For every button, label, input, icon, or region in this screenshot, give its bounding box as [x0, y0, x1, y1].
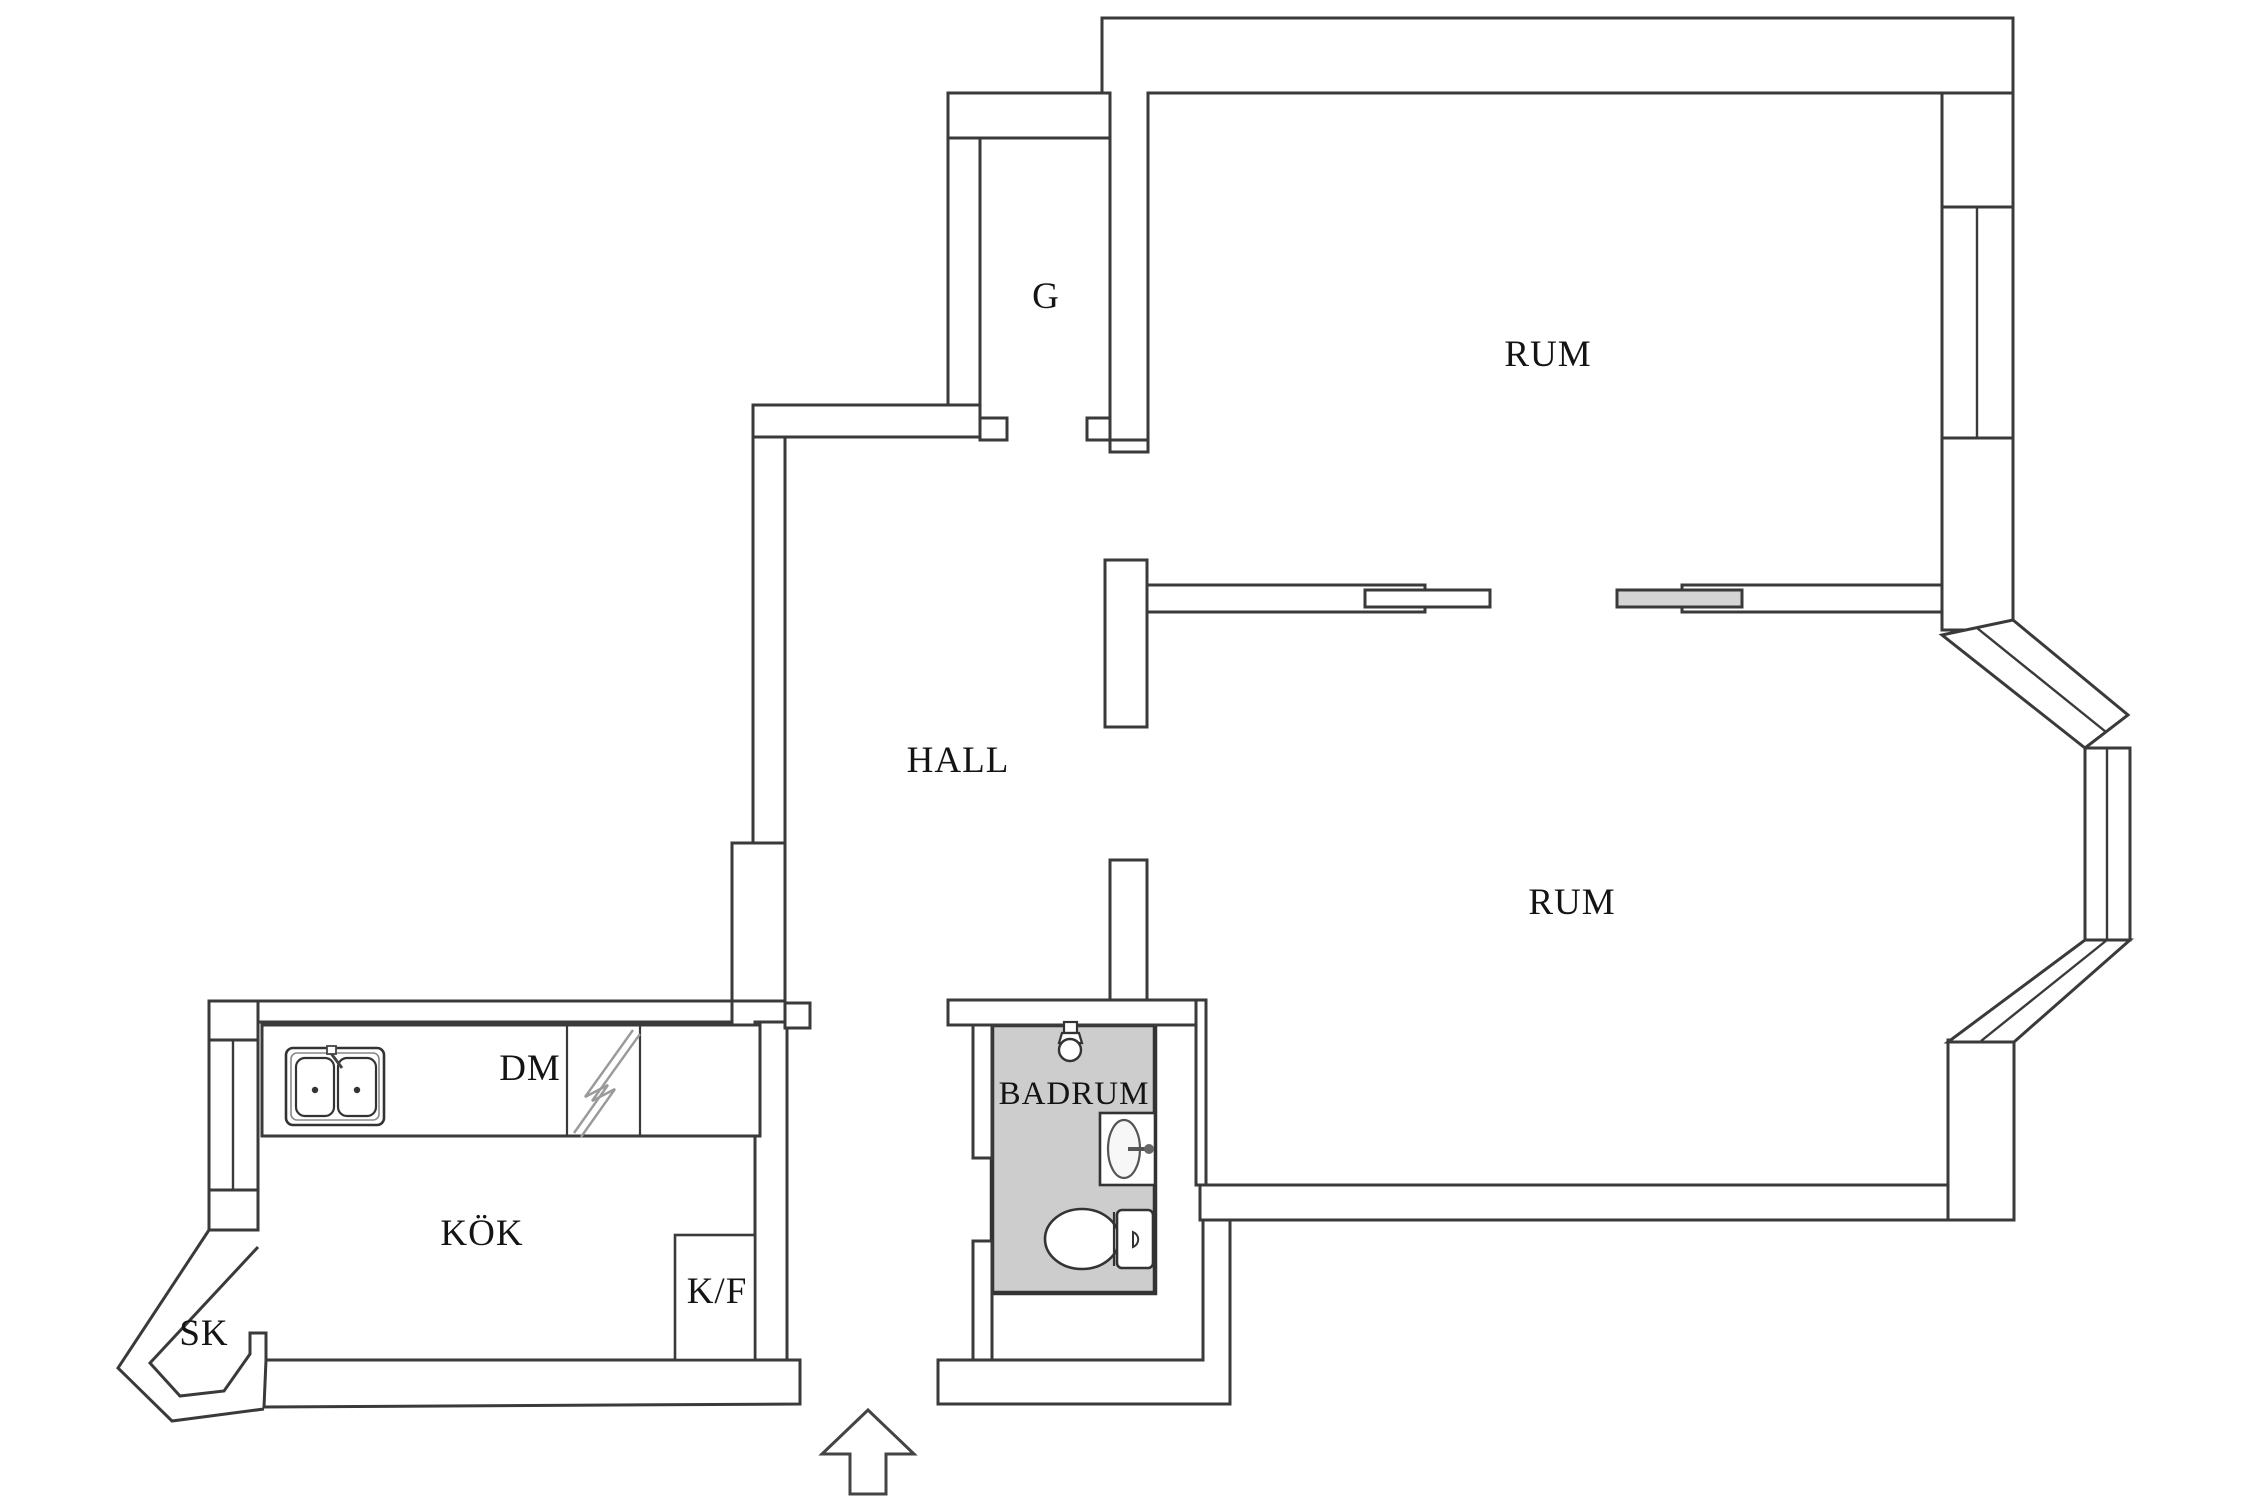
washbasin-icon	[1098, 1111, 1157, 1187]
wall-sk-inner	[147, 1245, 268, 1398]
wall-sk-outer	[116, 1229, 265, 1423]
window-kitchen-left	[207, 1038, 260, 1192]
label-fridge-freezer: K/F	[687, 1271, 748, 1312]
toilet-icon	[1043, 1207, 1155, 1271]
walls	[116, 16, 2016, 1423]
wall-bottom-left-band	[262, 1358, 802, 1409]
wall-rum-bottom-band	[1198, 1183, 2016, 1222]
wall-corridor-notch	[783, 1001, 812, 1030]
wall-bathroom-left-upper	[971, 1023, 994, 1160]
label-room-top: RUM	[1504, 334, 1591, 375]
kitchen-counter	[260, 1023, 762, 1362]
sliding-doors	[1363, 588, 1744, 609]
fridge-freezer-box	[673, 1233, 757, 1362]
room-labels: G RUM HALL RUM BADRUM DM KÖK K/F SK	[179, 276, 1615, 1354]
wall-hall-left-upper	[751, 435, 787, 845]
label-hall: HALL	[907, 740, 1010, 781]
bathroom-fixtures	[1043, 1020, 1157, 1271]
wall-hall-rum-divider	[1108, 858, 1149, 1002]
wall-right-rum-bottom	[1946, 1038, 2016, 1222]
wall-rum-bottom-left	[1194, 998, 1208, 1187]
ceiling-lamp-icon	[1057, 1020, 1084, 1063]
windows	[207, 205, 2134, 1192]
wall-bathroom-left-lower	[971, 1239, 994, 1362]
sliding-door-leaf-left	[1363, 588, 1492, 609]
window-bay-lower	[1943, 938, 2134, 1044]
label-dishwasher: DM	[499, 1048, 561, 1089]
wall-g-jamb-left	[978, 416, 1009, 442]
double-sink-icon	[284, 1045, 386, 1127]
label-room-bottom: RUM	[1528, 882, 1615, 923]
dishwasher-zigzag-icon	[573, 1029, 641, 1138]
wall-g-left	[946, 136, 982, 420]
wall-hall-left-lower	[730, 841, 787, 1003]
wall-kitchen-top	[207, 999, 734, 1024]
label-closet-sk: SK	[179, 1313, 228, 1354]
window-rum-top-right	[1940, 205, 2015, 440]
wall-top-band	[1100, 16, 2015, 454]
label-closet-g: G	[1032, 276, 1060, 317]
label-kitchen: KÖK	[440, 1213, 523, 1254]
wall-g-step	[1108, 438, 1150, 454]
wall-entry-right-connector	[936, 1218, 1232, 1406]
entrance-arrow-icon	[818, 1407, 918, 1496]
window-bay-upper	[1938, 618, 2131, 750]
wall-t-stub	[1103, 558, 1149, 729]
label-bathroom: BADRUM	[999, 1076, 1150, 1112]
window-bay-middle	[2083, 746, 2132, 942]
wall-hall-top	[751, 403, 982, 439]
wall-g-top	[946, 91, 1112, 140]
wall-g-jamb-right	[1085, 416, 1112, 442]
sliding-door-leaf-right	[1615, 588, 1744, 609]
